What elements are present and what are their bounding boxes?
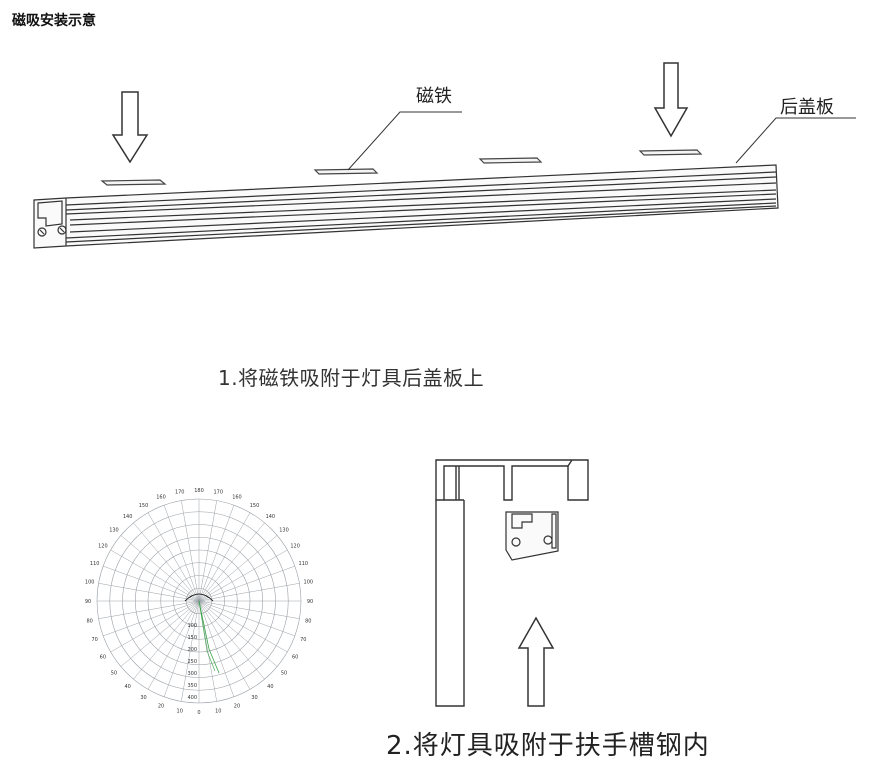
polar-spoke xyxy=(120,600,200,667)
polar-spoke xyxy=(198,512,251,602)
polar-spoke xyxy=(147,512,200,602)
polar-angle-label: 170 xyxy=(214,490,224,496)
polar-angle-label: 20 xyxy=(234,703,240,709)
polar-angle-label: 10 xyxy=(215,708,221,714)
polar-spoke xyxy=(198,500,217,602)
magnet-3 xyxy=(478,157,543,164)
polar-angle-label: 10 xyxy=(177,708,183,714)
polar-angle-label: 40 xyxy=(267,684,273,690)
polar-angle-label: 70 xyxy=(300,637,306,643)
polar-angle-label: 80 xyxy=(305,618,311,624)
polar-curve-green xyxy=(198,600,220,674)
magnet-4 xyxy=(638,149,703,156)
polar-spoke xyxy=(147,600,200,690)
polar-spoke xyxy=(198,522,265,602)
cover-label: 后盖板 xyxy=(780,97,834,118)
polar-spoke xyxy=(120,535,200,602)
polar-spoke xyxy=(198,583,300,602)
polar-spoke xyxy=(198,600,251,690)
polar-angle-label: 30 xyxy=(251,695,257,701)
step1-caption: 1.将磁铁吸附于灯具后盖板上 xyxy=(218,366,485,390)
polar-angle-label: 110 xyxy=(299,561,309,567)
left-down-arrow-icon xyxy=(111,91,149,164)
polar-spoke xyxy=(103,565,200,602)
polar-spoke xyxy=(98,600,200,619)
page-title: 磁吸安装示意 xyxy=(12,13,96,29)
polar-radial-label: 100 xyxy=(187,623,197,629)
polar-angle-label: 150 xyxy=(139,503,149,509)
polar-angle-label: 100 xyxy=(304,580,314,586)
step2-caption: 2.将灯具吸附于扶手槽钢内 xyxy=(386,731,710,761)
magnet-label: 磁铁 xyxy=(416,86,452,107)
polar-spoke xyxy=(198,600,265,680)
polar-angle-label: 70 xyxy=(92,637,98,643)
polar-spoke xyxy=(198,549,288,602)
polar-angle-label: 110 xyxy=(90,561,100,567)
polar-angle-label: 50 xyxy=(281,670,287,676)
polar-angle-label: 40 xyxy=(124,684,130,690)
polar-spoke xyxy=(198,505,235,602)
polar-angle-label: 120 xyxy=(290,544,300,550)
polar-spoke xyxy=(198,600,288,653)
polar-angle-label: 0 xyxy=(197,710,200,716)
polar-radial-label: 150 xyxy=(187,635,197,641)
polar-angle-label: 60 xyxy=(292,655,298,661)
polar-spoke xyxy=(181,500,200,602)
polar-angle-label: 130 xyxy=(279,528,289,534)
polar-spoke xyxy=(198,600,300,619)
magnet-plates xyxy=(100,149,703,186)
polar-angle-label: 160 xyxy=(156,495,166,501)
polar-spoke xyxy=(133,600,200,680)
polar-angle-label: 120 xyxy=(98,544,108,550)
polar-spoke xyxy=(103,600,200,637)
polar-angle-label: 150 xyxy=(250,503,260,509)
magnet-2 xyxy=(313,168,379,175)
polar-radial-label: 350 xyxy=(187,683,197,689)
polar-spoke xyxy=(133,522,200,602)
polar-angle-label: 80 xyxy=(86,618,92,624)
polar-angle-label: 170 xyxy=(175,490,185,496)
polar-spoke xyxy=(110,549,200,602)
polar-angle-label: 30 xyxy=(140,695,146,701)
polar-spoke xyxy=(163,505,200,602)
cover-leader-line xyxy=(735,117,856,164)
magnet-1 xyxy=(100,179,167,186)
polar-spoke xyxy=(198,565,295,602)
polar-radial-label: 250 xyxy=(187,659,197,665)
polar-spoke xyxy=(98,583,200,602)
polar-radial-label: 400 xyxy=(187,695,197,701)
polar-radial-label: 300 xyxy=(187,671,197,677)
polar-angle-label: 160 xyxy=(232,495,242,501)
polar-angle-label: 100 xyxy=(85,580,95,586)
polar-angle-label: 50 xyxy=(111,670,117,676)
polar-spoke xyxy=(198,600,235,697)
light-bar xyxy=(33,164,779,249)
polar-angle-label: 20 xyxy=(158,703,164,709)
polar-radial-label: 200 xyxy=(187,647,197,653)
polar-angle-label: 90 xyxy=(85,599,91,605)
polar-angle-label: 140 xyxy=(123,514,133,520)
polar-angle-label: 130 xyxy=(109,528,119,534)
polar-angle-label: 180 xyxy=(194,488,204,494)
polar-spoke xyxy=(198,535,278,602)
right-down-arrow-icon xyxy=(653,62,689,138)
polar-spoke xyxy=(198,600,295,637)
polar-angle-label: 60 xyxy=(100,655,106,661)
polar-spoke xyxy=(181,600,200,702)
polar-curve-green-2 xyxy=(198,600,216,672)
polar-angle-label: 90 xyxy=(307,599,313,605)
polar-angle-label: 140 xyxy=(266,514,276,520)
polar-spoke xyxy=(163,600,200,697)
polar-spoke xyxy=(110,600,200,653)
magnet-leader-line xyxy=(347,111,462,171)
polar-curve-dark xyxy=(184,593,214,602)
polar-spoke xyxy=(198,600,278,667)
